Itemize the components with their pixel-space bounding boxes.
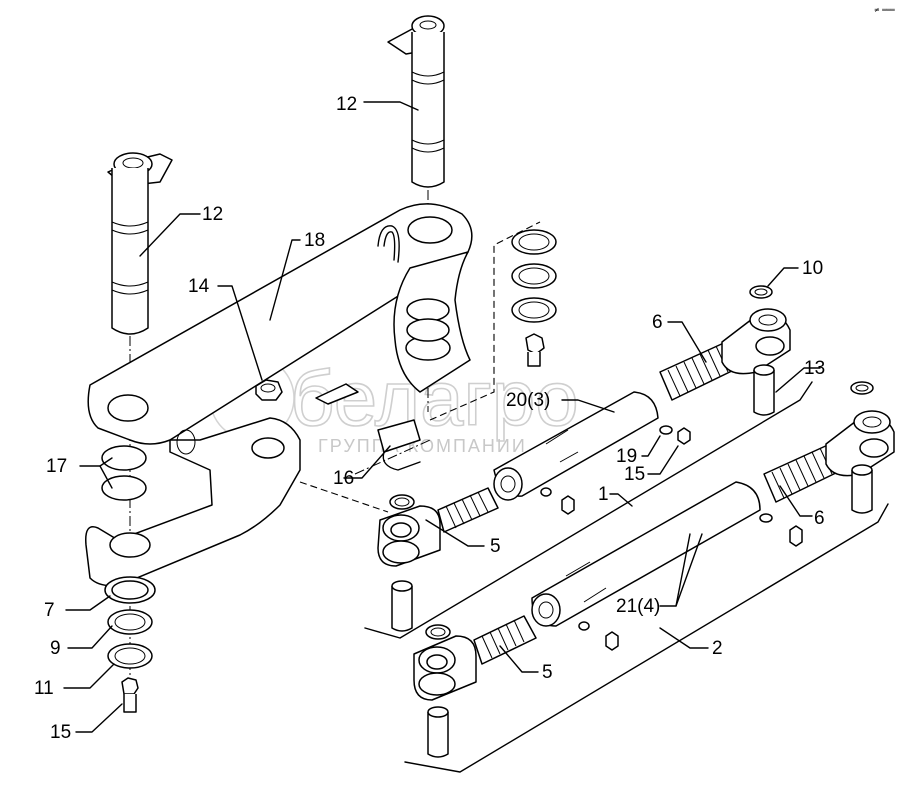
callout-12-left: 12 bbox=[202, 204, 223, 225]
callout-1: 1 bbox=[598, 484, 609, 505]
left-stack bbox=[104, 576, 156, 713]
callout-11: 11 bbox=[34, 678, 54, 699]
callout-9: 9 bbox=[50, 638, 61, 659]
callout-15-left: 15 bbox=[50, 722, 71, 743]
callout-labels: 12 12 18 14 17 16 7 9 11 15 10 6 13 20(3… bbox=[34, 94, 825, 743]
callout-7: 7 bbox=[44, 600, 55, 621]
pin-12-left bbox=[107, 152, 173, 690]
callout-6-lower: 6 bbox=[814, 508, 825, 529]
pin-12-right bbox=[387, 15, 445, 412]
callout-2: 2 bbox=[712, 638, 723, 659]
corner-mark: ≠ ═══ bbox=[874, 6, 896, 14]
callout-12-right: 12 bbox=[336, 94, 357, 115]
callout-6-upper: 6 bbox=[652, 312, 663, 333]
callout-10: 10 bbox=[802, 258, 823, 279]
dashed-axis-1 bbox=[299, 481, 389, 513]
callout-16: 16 bbox=[333, 468, 354, 489]
callout-21: 21(4) bbox=[616, 596, 660, 617]
upper-washers bbox=[511, 229, 557, 367]
dashdot-axis bbox=[354, 439, 431, 475]
callout-18: 18 bbox=[304, 230, 325, 251]
rod-assembly-2 bbox=[404, 381, 895, 773]
clip-16 bbox=[315, 383, 421, 471]
callout-13: 13 bbox=[804, 358, 825, 379]
watermark-subtitle: ГРУППА КОМПАНИИ bbox=[318, 436, 527, 456]
leader-lines bbox=[63, 101, 821, 733]
callout-5-upper: 5 bbox=[490, 536, 501, 557]
rod-assembly-1 bbox=[364, 285, 813, 639]
callout-20: 20(3) bbox=[506, 390, 550, 411]
bracket-18 bbox=[85, 203, 473, 587]
callout-5-lower: 5 bbox=[542, 662, 553, 683]
callout-14: 14 bbox=[188, 276, 210, 297]
callout-19: 19 bbox=[616, 446, 637, 467]
callout-15-right: 15 bbox=[624, 464, 645, 485]
washers-17 bbox=[101, 445, 147, 501]
callout-17: 17 bbox=[46, 456, 67, 477]
